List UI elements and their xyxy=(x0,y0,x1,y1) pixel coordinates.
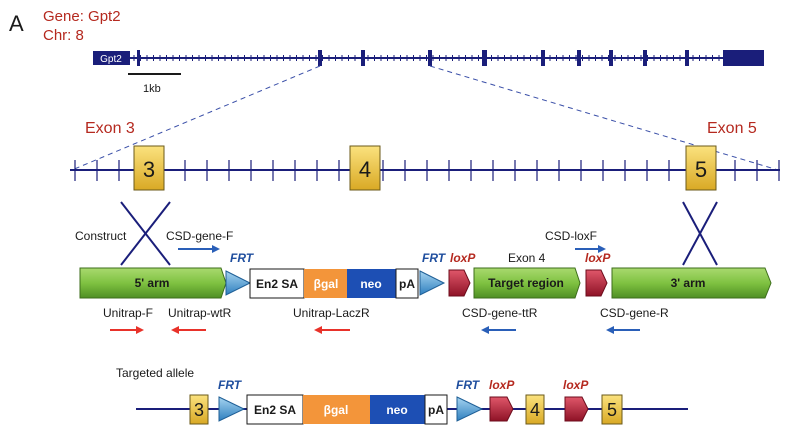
construct-label: Construct xyxy=(75,229,127,243)
svg-text:pA: pA xyxy=(428,403,444,417)
pa-block xyxy=(395,268,419,299)
primer-csd-loxf-arrow xyxy=(575,245,606,253)
scale-bar-label: 1kb xyxy=(143,83,161,95)
svg-text:3: 3 xyxy=(194,400,204,420)
svg-text:pA: pA xyxy=(399,277,415,291)
gene-name: Gene: Gpt2 xyxy=(43,8,121,25)
neo-block xyxy=(347,269,396,298)
cassette: En2 SA βgal neo pA xyxy=(249,268,419,299)
loxp-label-1: loxP xyxy=(450,251,476,265)
allele-cassette: En2 SA βgal neo pA xyxy=(246,394,448,425)
allele-loxp-label-1: loxP xyxy=(489,378,515,392)
frt-site-1 xyxy=(225,270,252,296)
primer-csd-gene-ttr-label: CSD-gene-ttR xyxy=(462,306,538,320)
crossover-right xyxy=(682,201,718,266)
svg-text:Target region: Target region xyxy=(488,276,564,290)
svg-text:3' arm: 3' arm xyxy=(671,276,706,290)
gene-badge xyxy=(93,51,130,65)
five-prime-arm: 5' arm xyxy=(79,267,227,299)
zoom-line-right xyxy=(429,65,779,171)
primer-unitrap-f-label: Unitrap-F xyxy=(103,306,153,320)
primer-csd-gene-r-label: CSD-gene-R xyxy=(600,306,669,320)
svg-text:neo: neo xyxy=(360,277,381,291)
primer-unitrap-wtr-arrow xyxy=(171,326,206,334)
primer-unitrap-laczr-arrow xyxy=(314,326,350,334)
primer-unitrap-wtr-label: Unitrap-wtR xyxy=(168,306,232,320)
three-prime-arm: 3' arm xyxy=(611,267,772,299)
allele-exon-4: 4 xyxy=(525,394,545,425)
gene-badge-label: Gpt2 xyxy=(100,54,122,65)
allele-frt-label-1: FRT xyxy=(218,378,243,392)
primer-unitrap-laczr-label: Unitrap-LaczR xyxy=(293,306,370,320)
svg-text:neo: neo xyxy=(386,403,407,417)
frt-site-2 xyxy=(419,270,446,296)
exon5-zoom-label: Exon 5 xyxy=(707,120,757,137)
frt-label-1: FRT xyxy=(230,251,255,265)
zoom-exon-3: 3 xyxy=(133,145,165,191)
zoom-exon-4: 4 xyxy=(349,145,381,191)
primer-csd-gene-ttr-arrow xyxy=(481,326,516,334)
target-region: Target region xyxy=(473,267,581,299)
loxp-label-2: loxP xyxy=(585,251,611,265)
primer-unitrap-f-arrow xyxy=(110,326,144,334)
primer-csd-gene-r-arrow xyxy=(606,326,640,334)
svg-text:4: 4 xyxy=(359,157,371,182)
svg-text:βgal: βgal xyxy=(324,403,349,417)
primer-csd-gene-f-arrow xyxy=(178,245,220,253)
allele-frt-site-2 xyxy=(456,396,484,422)
svg-text:3: 3 xyxy=(143,157,155,182)
chromosome-label: Chr: 8 xyxy=(43,27,84,44)
allele-frt-site-1 xyxy=(218,396,246,422)
svg-text:5: 5 xyxy=(607,400,617,420)
zoom-exon-5: 5 xyxy=(685,145,717,191)
panel-label: A xyxy=(9,11,24,36)
crossover-left xyxy=(120,201,171,266)
loxp-site-1 xyxy=(448,269,471,297)
exon3-zoom-label: Exon 3 xyxy=(85,120,135,137)
allele-exon-3: 3 xyxy=(189,394,209,425)
exon4-label: Exon 4 xyxy=(508,251,546,265)
svg-text:En2 SA: En2 SA xyxy=(256,277,298,291)
allele-exon-5: 5 xyxy=(601,394,623,425)
bgal-block xyxy=(304,269,347,298)
primer-csd-loxf-label: CSD-loxF xyxy=(545,229,597,243)
gene-exons xyxy=(137,50,764,66)
frt-label-2: FRT xyxy=(422,251,447,265)
allele-loxp-site-2 xyxy=(564,396,589,422)
zoom-ruler-ticks xyxy=(74,160,780,181)
zoom-line-left xyxy=(71,65,321,171)
targeted-allele-label: Targeted allele xyxy=(116,366,194,380)
allele-frt-label-2: FRT xyxy=(456,378,481,392)
allele-loxp-label-2: loxP xyxy=(563,378,589,392)
loxp-site-2 xyxy=(585,269,608,297)
svg-text:5' arm: 5' arm xyxy=(135,276,170,290)
svg-text:4: 4 xyxy=(530,400,540,420)
en2sa-block xyxy=(249,268,305,299)
svg-text:En2 SA: En2 SA xyxy=(254,403,296,417)
primer-csd-gene-f-label: CSD-gene-F xyxy=(166,229,233,243)
svg-text:βgal: βgal xyxy=(314,277,339,291)
allele-loxp-site-1 xyxy=(489,396,514,422)
svg-text:5: 5 xyxy=(695,157,707,182)
